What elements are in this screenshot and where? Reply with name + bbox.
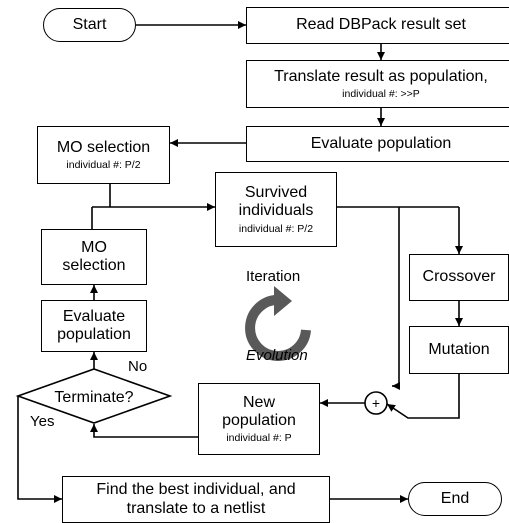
find-best-line1: Find the best individual, and xyxy=(96,481,296,499)
survived-sub: individual #: P/2 xyxy=(238,222,314,235)
start-label: Start xyxy=(72,15,107,33)
yes-edge-label: Yes xyxy=(30,413,55,430)
read-dbpack-node: Read DBPack result set xyxy=(246,7,509,44)
new-population-line2: population xyxy=(222,411,296,429)
mo-selection-left: MO selection xyxy=(41,229,147,285)
merge-symbol: + xyxy=(372,395,380,411)
translate-node: Translate result as population, individu… xyxy=(246,60,509,108)
mo-selection-left-line1: MO xyxy=(81,238,107,256)
find-best-line2: translate to a netlist xyxy=(126,499,266,517)
no-edge-label: No xyxy=(128,358,148,375)
terminate-decision-shape xyxy=(15,368,173,424)
new-population-line1: New xyxy=(242,393,275,411)
new-population-sub: individual #: P xyxy=(226,432,292,445)
edge-newpop-terminate xyxy=(90,424,198,438)
mo-selection-top: MO selection individual #: P/2 xyxy=(37,126,170,184)
mo-selection-top-label: MO selection xyxy=(56,138,151,156)
evaluate-left-line2: population xyxy=(57,326,131,343)
survived-individuals-node: Survived individuals individual #: P/2 xyxy=(215,172,337,247)
end-node: End xyxy=(408,482,502,516)
mo-selection-top-sub: individual #: P/2 xyxy=(66,159,141,172)
evaluate-population-top: Evaluate population xyxy=(246,126,509,162)
mo-selection-left-line2: selection xyxy=(62,257,126,274)
translate-label: Translate result as population, xyxy=(274,67,488,85)
start-node: Start xyxy=(43,8,136,42)
survived-line1: Survived xyxy=(244,184,308,202)
evaluate-left-line1: Evaluate xyxy=(62,307,126,325)
terminate-label: Terminate? xyxy=(54,389,133,406)
edge-terminate-findbest xyxy=(17,396,62,503)
evaluate-top-label: Evaluate population xyxy=(310,134,452,152)
crossover-label: Crossover xyxy=(422,268,496,286)
mutation-node: Mutation xyxy=(409,326,509,374)
refresh-cycle-icon xyxy=(245,286,311,361)
find-best-node: Find the best individual, and translate … xyxy=(62,476,330,523)
translate-sub: individual #: >>P xyxy=(342,88,420,101)
evaluate-population-left: Evaluate population xyxy=(41,300,147,352)
mutation-label: Mutation xyxy=(428,340,490,358)
edge-mutation-merge xyxy=(386,374,460,419)
read-dbpack-label: Read DBPack result set xyxy=(296,16,466,34)
end-label: End xyxy=(440,489,470,507)
iteration-label: Iteration xyxy=(246,268,301,285)
merge-node xyxy=(364,391,388,415)
crossover-node: Crossover xyxy=(409,254,509,301)
new-population-node: New population individual #: P xyxy=(198,383,320,455)
survived-line2: individuals xyxy=(238,202,314,220)
evolution-label: Evolution xyxy=(246,347,308,364)
